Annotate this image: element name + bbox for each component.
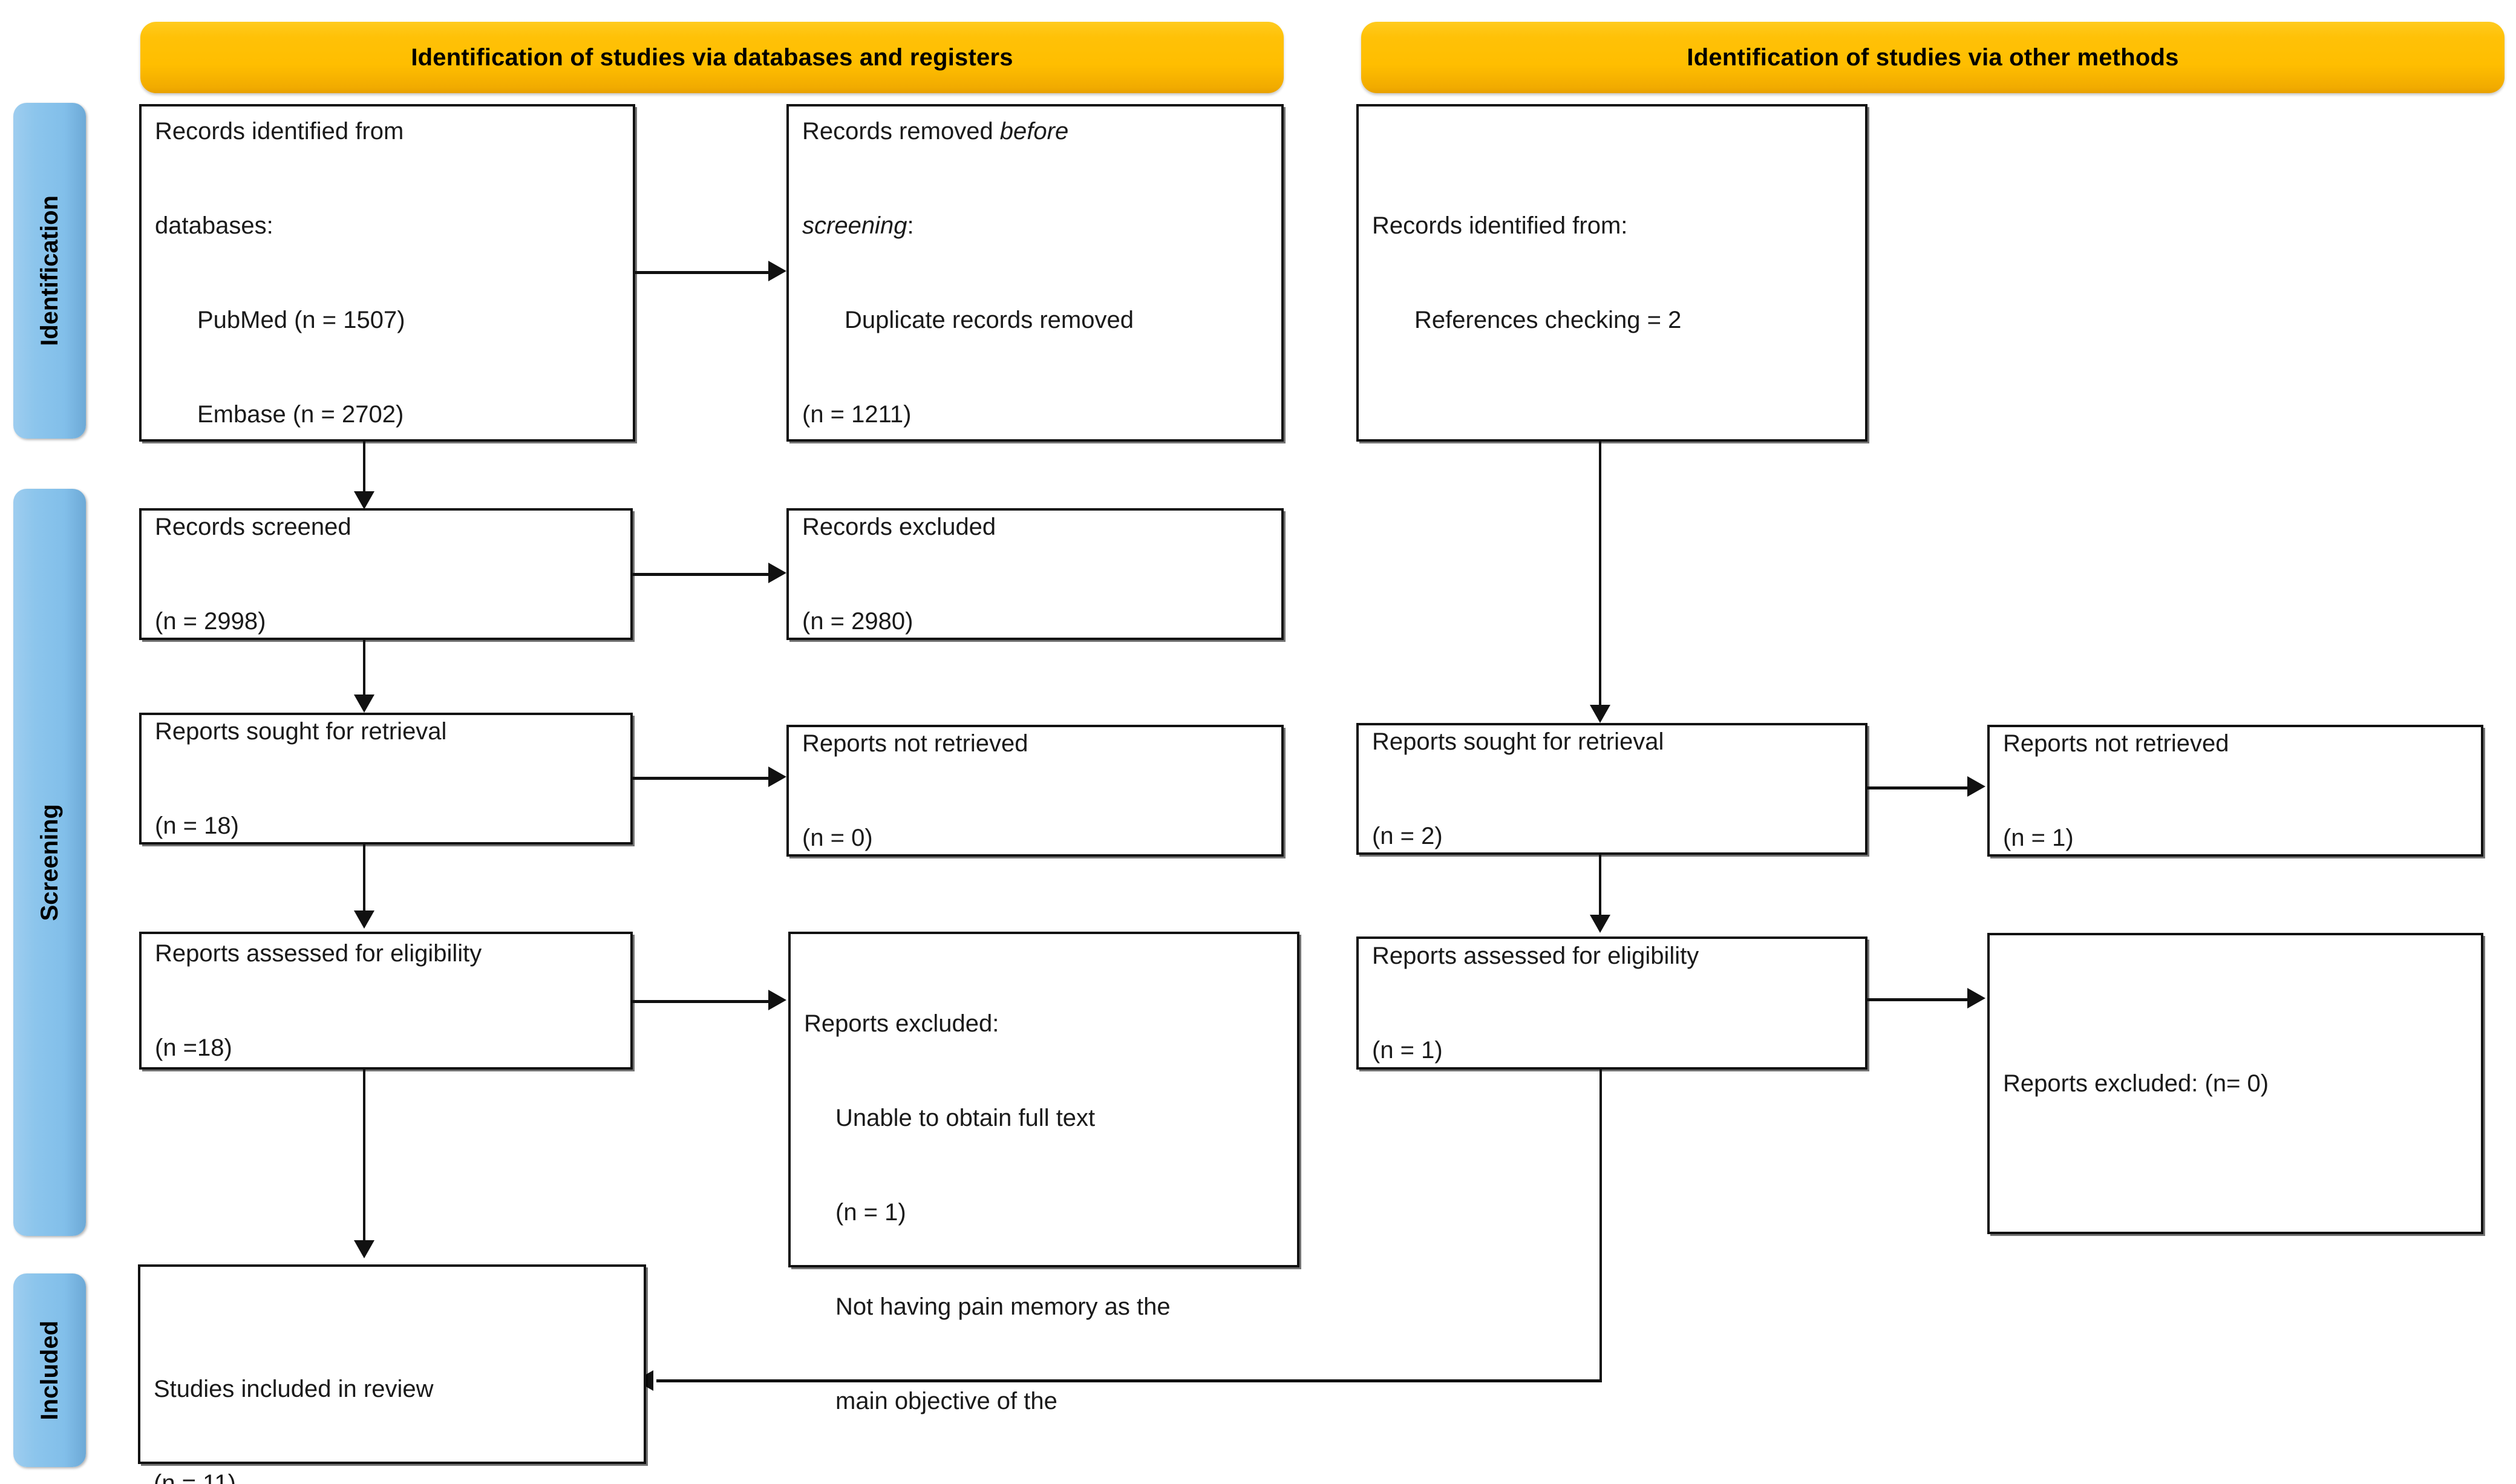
connector-sought-to-notretrieved-right-arrowhead [1967,776,1985,797]
connector-screened-to-excluded-arrowhead [768,563,786,583]
records-removed-line1b: before [999,118,1069,145]
reports-assessed-left-line1: Reports assessed for eligibility [155,940,482,967]
connector-identified-to-removed-line [635,271,770,274]
reports-excluded-left-line3: (n = 1) [835,1199,906,1226]
connector-assessed-to-included-line [363,1070,365,1244]
connector-identified-to-screened-arrowhead [354,491,374,509]
connector-assessed-to-excluded-right-line [1867,998,1970,1001]
connector-sought-to-notretrieved-left-arrowhead [768,767,786,787]
connector-assessed-to-excluded-left-line [633,1000,770,1003]
connector-other-to-sought-line [1599,442,1601,708]
connector-sought-to-notretrieved-left-line [633,777,770,780]
connector-sought-to-assessed-right-arrowhead [1590,915,1610,933]
box-reports-assessed-left: Reports assessed for eligibility (n =18) [139,932,633,1070]
phase-label-screening: Screening [13,489,86,1236]
phase-label-identification: Identification [13,103,86,439]
reports-not-retrieved-right-line2: (n = 1) [2003,825,2074,851]
records-identified-databases-line3: PubMed (n = 1507) [197,307,405,333]
connector-sought-to-assessed-right-line [1599,855,1601,918]
connector-right-to-included-horizontal [656,1379,1602,1382]
phase-label-included: Included [13,1273,86,1467]
box-reports-excluded-right: Reports excluded: (n= 0) [1987,933,2483,1234]
reports-excluded-left-line2: Unable to obtain full text [835,1105,1096,1131]
connector-sought-to-assessed-left-line [363,845,365,914]
connector-other-to-sought-arrowhead [1590,705,1610,723]
connector-assessed-to-excluded-left-arrowhead [768,990,786,1010]
reports-sought-right-line2: (n = 2) [1372,823,1443,849]
connector-identified-to-removed-arrowhead [768,261,786,281]
reports-sought-left-line1: Reports sought for retrieval [155,718,447,745]
records-excluded-line2: (n = 2980) [802,608,913,635]
reports-not-retrieved-left-line1: Reports not retrieved [802,730,1028,757]
reports-sought-right-line1: Reports sought for retrieval [1372,728,1664,755]
phase-label-identification-text: Identification [36,195,63,346]
connector-sought-to-notretrieved-right-line [1867,786,1970,789]
reports-assessed-right-line1: Reports assessed for eligibility [1372,943,1699,969]
reports-excluded-right-line1: Reports excluded: (n= 0) [2003,1070,2269,1097]
records-removed-line2a: screening [802,212,907,239]
reports-excluded-left-line4: Not having pain memory as the [835,1293,1171,1320]
records-removed-line3: Duplicate records removed [845,307,1134,333]
connector-sought-to-assessed-left-arrowhead [354,910,374,929]
box-records-identified-other: Records identified from: References chec… [1356,104,1867,442]
header-other-methods: Identification of studies via other meth… [1361,22,2505,93]
connector-assessed-to-excluded-right-arrowhead [1967,988,1985,1008]
records-removed-line2b: : [907,212,914,239]
studies-included-line2: (n = 11) [154,1470,236,1484]
box-records-screened: Records screened (n = 2998) [139,508,633,640]
records-identified-databases-line2: databases: [155,212,273,239]
box-reports-not-retrieved-right: Reports not retrieved (n = 1) [1987,725,2483,857]
box-records-identified-databases: Records identified from databases: PubMe… [139,104,635,442]
box-reports-assessed-right: Reports assessed for eligibility (n = 1) [1356,936,1867,1070]
connector-assessed-to-included-arrowhead [354,1240,374,1258]
connector-screened-to-excluded-line [633,573,770,576]
records-screened-line2: (n = 2998) [155,608,266,635]
reports-assessed-left-line2: (n =18) [155,1035,232,1061]
records-identified-databases-line4: Embase (n = 2702) [197,401,404,428]
records-excluded-line1: Records excluded [802,514,996,540]
phase-label-included-text: Included [36,1320,63,1420]
records-removed-line1a: Records removed [802,118,1000,145]
reports-assessed-right-line2: (n = 1) [1372,1037,1443,1064]
header-other-methods-label: Identification of studies via other meth… [1687,44,2179,71]
records-identified-other-line1: Records identified from: [1372,212,1628,239]
box-reports-sought-right: Reports sought for retrieval (n = 2) [1356,723,1867,855]
reports-not-retrieved-left-line2: (n = 0) [802,825,873,851]
records-identified-databases-line1: Records identified from [155,118,404,145]
connector-screened-to-sought-arrowhead [354,695,374,713]
header-databases-registers: Identification of studies via databases … [140,22,1284,93]
box-reports-not-retrieved-left: Reports not retrieved (n = 0) [786,725,1284,857]
phase-label-screening-text: Screening [36,803,63,921]
reports-sought-left-line2: (n = 18) [155,812,239,839]
studies-included-line1: Studies included in review [154,1376,434,1402]
box-studies-included: Studies included in review (n = 11) [138,1264,646,1484]
records-removed-line4: (n = 1211) [802,401,912,428]
header-databases-registers-label: Identification of studies via databases … [411,44,1013,71]
reports-not-retrieved-right-line1: Reports not retrieved [2003,730,2229,757]
reports-excluded-left-line1: Reports excluded: [804,1010,999,1037]
connector-screened-to-sought-line [363,640,365,698]
box-records-excluded: Records excluded (n = 2980) [786,508,1284,640]
box-reports-sought-left: Reports sought for retrieval (n = 18) [139,713,633,845]
records-screened-line1: Records screened [155,514,351,540]
records-identified-other-line2: References checking = 2 [1414,307,1682,333]
box-reports-excluded-left: Reports excluded: Unable to obtain full … [788,932,1299,1484]
reports-excluded-left-line6: assessment (n = 6) [804,1480,1284,1484]
connector-identified-to-screened-line [363,442,365,496]
reports-excluded-left-line5: main objective of the [835,1388,1057,1414]
connector-right-to-included-vertical [1599,1070,1602,1381]
box-records-removed-before-screening: Records removed before screening: Duplic… [786,104,1284,442]
